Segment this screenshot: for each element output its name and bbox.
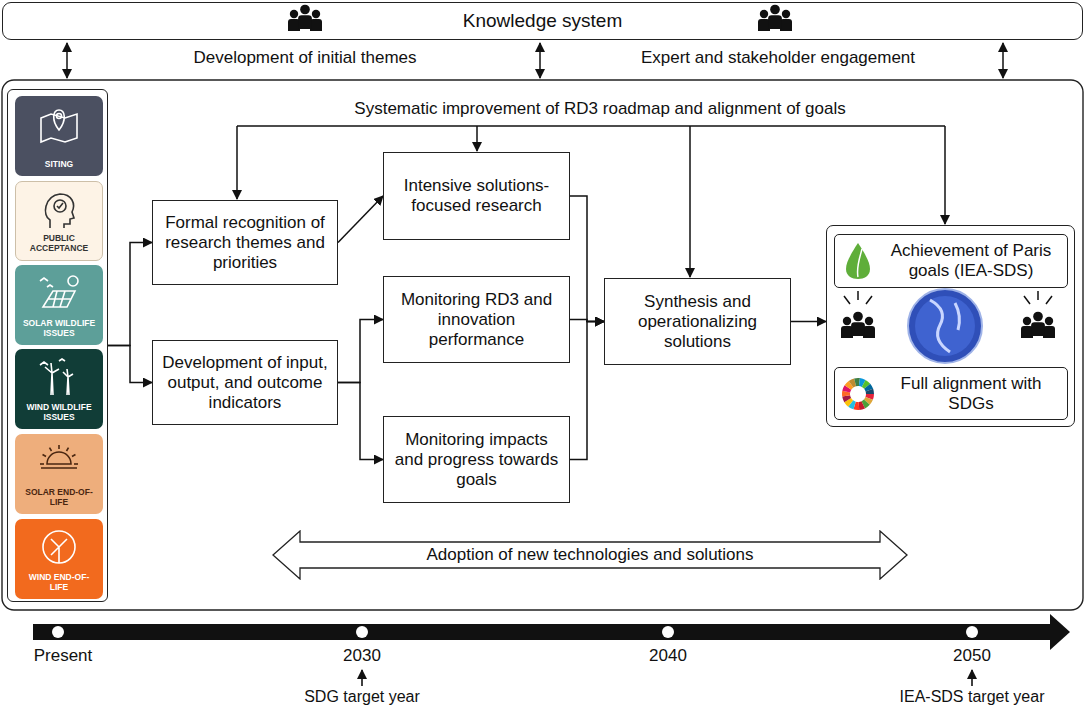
goal-illustration xyxy=(841,289,1055,363)
timeline-label: Present xyxy=(34,646,93,666)
process-box: Monitoring RD3 and innovation performanc… xyxy=(383,276,570,363)
theme-tile: WIND WILDLIFE ISSUES xyxy=(15,349,103,429)
theme-tile: SOLAR END-OF-LIFE xyxy=(15,434,103,514)
annotation-label: Systematic improvement of RD3 roadmap an… xyxy=(354,99,845,119)
theme-tile: WIND END-OF-LIFE xyxy=(15,519,103,599)
connector xyxy=(570,196,604,322)
sdg-wheel-icon xyxy=(840,374,876,414)
node-text: Synthesis and operationalizing solutions xyxy=(613,292,782,352)
timeline-label: 2040 xyxy=(649,646,687,666)
theme-label: SITING xyxy=(45,159,73,169)
theme-icon xyxy=(37,527,81,567)
theme-icon xyxy=(38,190,82,230)
leaf-icon xyxy=(840,241,876,281)
timeline-label: SDG target year xyxy=(304,688,420,706)
theme-icon xyxy=(37,357,81,397)
process-box: Synthesis and operationalizing solutions xyxy=(604,278,791,365)
theme-label: WIND WILDLIFE ISSUES xyxy=(22,402,96,422)
process-box: Formal recognition of research themes an… xyxy=(152,200,338,285)
timeline-label: IEA-SDS target year xyxy=(900,688,1045,706)
exchange-arrows xyxy=(67,43,1003,78)
theme-icon xyxy=(37,273,81,313)
process-box: Development of input, output, and outcom… xyxy=(152,340,338,425)
timeline-label: 2030 xyxy=(343,646,381,666)
connector xyxy=(108,346,152,383)
node-text: Full alignment with SDGs xyxy=(881,374,1061,414)
double-arrow-band: Adoption of new technologies and solutio… xyxy=(272,530,908,580)
theme-label: WIND END-OF-LIFE xyxy=(22,572,96,592)
theme-label: PUBLIC ACCEPTANCE xyxy=(22,233,96,253)
node-text: Development of input, output, and outcom… xyxy=(161,353,329,413)
theme-label: SOLAR WILDLIFE ISSUES xyxy=(22,318,96,338)
node-text: Achievement of Paris goals (IEA-SDS) xyxy=(881,241,1061,281)
node-text: Adoption of new technologies and solutio… xyxy=(426,545,753,565)
connector xyxy=(791,321,826,323)
connector xyxy=(338,196,383,243)
process-box: Intensive solutions-focused research xyxy=(383,152,570,240)
annotation-label: Expert and stakeholder engagement xyxy=(641,48,915,68)
connector xyxy=(570,322,604,460)
theme-icon xyxy=(37,442,81,482)
node-text: Intensive solutions-focused research xyxy=(392,176,561,216)
theme-label: SOLAR END-OF-LIFE xyxy=(22,487,96,507)
goal-box: Full alignment with SDGs xyxy=(834,367,1068,420)
node-text: Knowledge system xyxy=(463,10,622,32)
node-text: Monitoring RD3 and innovation performanc… xyxy=(392,290,561,350)
theme-tile: SOLAR WILDLIFE ISSUES xyxy=(15,265,103,345)
connector xyxy=(338,320,383,383)
theme-icon xyxy=(37,104,81,144)
node-text: Monitoring impacts and progress towards … xyxy=(392,430,561,490)
theme-tile: PUBLIC ACCEPTANCE xyxy=(15,181,103,261)
process-box: Monitoring impacts and progress towards … xyxy=(383,416,570,503)
annotation-label: Development of initial themes xyxy=(193,48,416,68)
people-icons xyxy=(288,5,792,31)
timeline xyxy=(33,614,1070,686)
goals-box: Achievement of Paris goals (IEA-SDS) Full… xyxy=(826,225,1075,427)
connector xyxy=(108,243,152,346)
connector xyxy=(338,383,383,460)
goal-box: Achievement of Paris goals (IEA-SDS) xyxy=(834,234,1068,288)
main-frame xyxy=(2,80,1083,610)
knowledge-band: Knowledge system xyxy=(2,2,1083,40)
theme-panel: SITING PUBLIC ACCEPTANCE SOLAR WILDLIFE IS… xyxy=(7,89,108,602)
node-text: Formal recognition of research themes an… xyxy=(161,213,329,273)
timeline-label: 2050 xyxy=(953,646,991,666)
theme-tile: SITING xyxy=(15,96,103,176)
